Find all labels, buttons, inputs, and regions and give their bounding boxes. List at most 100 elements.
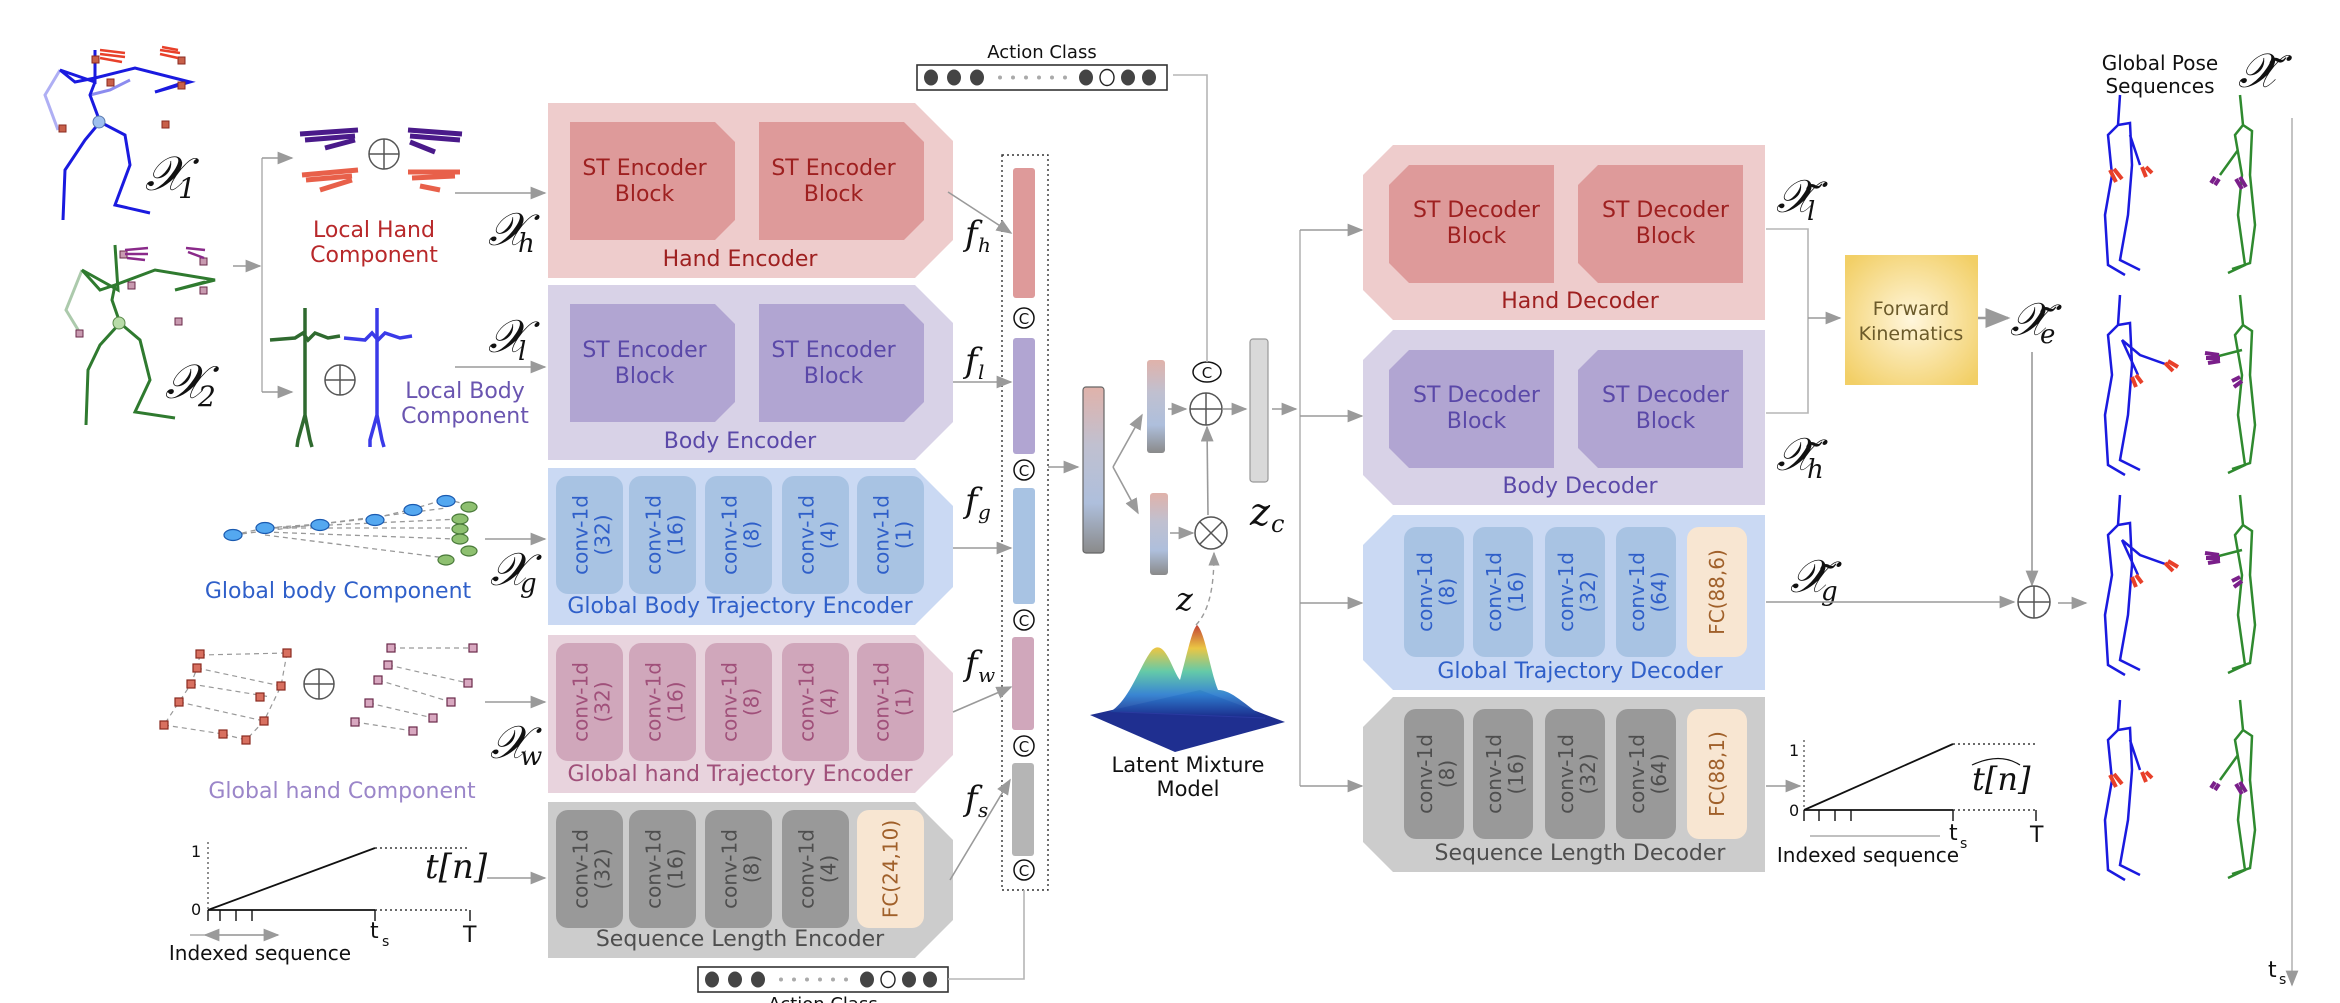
- layer-label: conv-1d: [1482, 552, 1506, 632]
- decoder-output-symbol-l: 𝒳̃: [1776, 169, 1828, 223]
- green-skeleton-icon: [2214, 294, 2257, 475]
- time-label: t: [2268, 958, 2277, 983]
- purple-hand-icon: [299, 127, 463, 155]
- time-subscript: s: [2279, 972, 2286, 988]
- conv1d-layer: conv-1d(8): [705, 476, 772, 594]
- layer-label: (8): [740, 855, 764, 883]
- svg-text:C: C: [1019, 462, 1029, 480]
- body-trajectory-points-icon: [223, 494, 456, 542]
- svg-text:C: C: [1019, 738, 1029, 756]
- encoder-title: Global Body Trajectory Encoder: [567, 594, 913, 619]
- red-hand-icon: [2108, 770, 2154, 788]
- oplus-icon: [324, 364, 356, 396]
- feature-bar-fg: [1013, 488, 1035, 604]
- y-tick-1: 1: [191, 842, 201, 861]
- sequence-index-plot-input: 1 0 t s T Indexed sequence t[n]: [169, 842, 547, 965]
- svg-text:C: C: [1202, 364, 1212, 382]
- x-tick-ts: t: [370, 919, 379, 944]
- layer-label: conv-1d: [642, 829, 666, 909]
- red-hand-icon: [99, 45, 181, 64]
- indexed-sequence-caption: Indexed sequence: [1777, 843, 1959, 867]
- x-tick-ts-sub: s: [382, 934, 389, 950]
- pose-frame: [2103, 94, 2257, 277]
- concat-c-icon: C: [1013, 735, 1035, 757]
- x-tick-T: T: [462, 923, 477, 948]
- encoder-title: Hand Encoder: [663, 247, 819, 272]
- concat-c-icon: C: [1192, 361, 1222, 383]
- oplus-icon: [2017, 585, 2051, 619]
- decoder-output-subscript: h: [1807, 455, 1824, 485]
- blue-skeleton-icon: [2103, 699, 2142, 882]
- xl-symbol: 𝒳: [488, 309, 540, 363]
- layer-label: (32): [591, 848, 615, 889]
- class-dot-icon: [860, 971, 874, 988]
- block-label: Block: [1447, 409, 1507, 434]
- hand-trajectory-points-icon: [350, 643, 478, 736]
- fk-label-1: Forward: [1873, 298, 1949, 320]
- red-hand-icon: [2130, 559, 2180, 588]
- xw-subscript: w: [520, 742, 542, 772]
- encoder-title: Global hand Trajectory Encoder: [567, 762, 913, 787]
- oplus-icon: [368, 138, 400, 170]
- input-pose-2: 𝒳 2: [64, 244, 220, 426]
- feature-subscript: s: [978, 798, 988, 822]
- conv1d-layer: conv-1d(4): [782, 476, 849, 594]
- local-body-component: Local Body Component 𝒳 l: [269, 308, 547, 448]
- concat-c-icon: C: [1013, 609, 1035, 631]
- conv1d-layer: conv-1d(16): [629, 643, 696, 761]
- svg-text:C: C: [1019, 862, 1029, 880]
- conv1d-layer: conv-1d(32): [556, 476, 623, 594]
- class-dot-icon: [970, 69, 984, 86]
- active-class-dot-icon: [1099, 68, 1115, 87]
- layer-label: conv-1d: [569, 495, 593, 575]
- mu-bar: [1147, 360, 1165, 453]
- class-dot-icon: [1142, 69, 1156, 86]
- decoder-seq-length: conv-1d(8)conv-1d(16)conv-1d(32)conv-1d(…: [1363, 697, 1765, 872]
- green-skeleton-icon: [2218, 94, 2257, 275]
- layer-label: (16): [664, 514, 688, 555]
- x-tick-ts-sub: s: [1960, 836, 1967, 852]
- y-tick-1: 1: [1789, 741, 1799, 760]
- encoder-global-hand-traj: conv-1d(32)conv-1d(16)conv-1d(8)conv-1d(…: [548, 635, 953, 793]
- local-hand-label-1: Local Hand: [313, 218, 435, 243]
- class-dot-icon: [1121, 69, 1135, 86]
- indexed-sequence-caption: Indexed sequence: [169, 941, 351, 965]
- class-dot-icon: [924, 69, 938, 86]
- green-skeleton-icon: [2218, 699, 2257, 880]
- block-label: ST Encoder: [582, 156, 707, 181]
- pose2-subscript: 2: [197, 380, 216, 413]
- class-dot-icon: [751, 971, 765, 988]
- layer-label: conv-1d: [718, 495, 742, 575]
- layer-label: (64): [1647, 753, 1671, 794]
- purple-hand-icon: [2204, 351, 2244, 389]
- layer-label: conv-1d: [1413, 552, 1437, 632]
- pose-frame: [2103, 494, 2257, 677]
- conv1d-layer: conv-1d(32): [556, 643, 623, 761]
- layer-label: conv-1d: [870, 495, 894, 575]
- layer-label: conv-1d: [795, 829, 819, 909]
- feature-bar-fw: [1012, 637, 1034, 730]
- feature-subscript: h: [978, 233, 991, 257]
- output-title-1: Global Pose: [2102, 51, 2218, 75]
- latent-module: C z c z Latent Mixture Model: [1048, 74, 1364, 801]
- conv1d-layer: conv-1d(16): [629, 810, 696, 928]
- fc-layer: FC(88,1): [1687, 709, 1747, 839]
- layer-label: conv-1d: [795, 662, 819, 742]
- layer-label: (16): [664, 681, 688, 722]
- block-label: Block: [615, 364, 675, 389]
- red-hand-icon: [2130, 359, 2180, 388]
- layer-label: conv-1d: [642, 662, 666, 742]
- input-pose-1: 𝒳 1: [43, 45, 200, 221]
- pose-frame: [2103, 699, 2257, 882]
- fk-label-2: Kinematics: [1859, 323, 1964, 345]
- local-body-label-2: Component: [401, 404, 529, 429]
- blue-skeleton-icon: [2103, 294, 2169, 477]
- sigma-bar: [1150, 493, 1168, 575]
- y-tick-0: 0: [191, 900, 201, 919]
- class-dot-icon: [1079, 69, 1093, 86]
- layer-label: conv-1d: [1482, 734, 1506, 814]
